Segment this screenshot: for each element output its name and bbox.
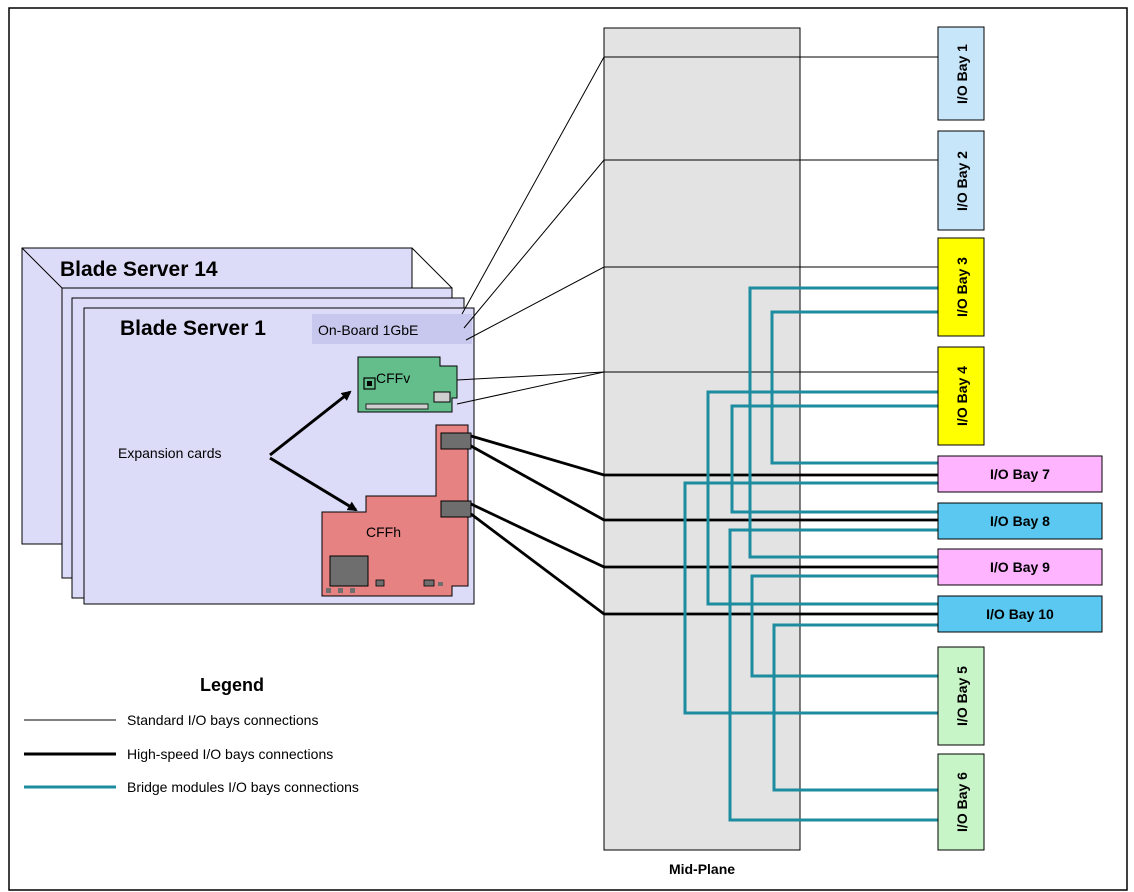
onboard-1gbe-box xyxy=(312,314,472,344)
io-bay-3-label: I/O Bay 3 xyxy=(954,257,970,317)
io-bay-4-label: I/O Bay 4 xyxy=(954,366,970,426)
arrow-to-cffv xyxy=(269,390,352,457)
blade-server-14-title: Blade Server 14 xyxy=(60,258,218,281)
legend-bridge-label: Bridge modules I/O bays connections xyxy=(127,779,359,795)
io-bay-6-label: I/O Bay 6 xyxy=(954,772,970,832)
io-bay-4: I/O Bay 4 xyxy=(937,346,985,446)
io-bay-8: I/O Bay 8 xyxy=(937,502,1103,540)
legend: Legend Standard I/O bays connections Hig… xyxy=(24,675,359,795)
legend-title: Legend xyxy=(200,675,264,695)
io-bay-7-label: I/O Bay 7 xyxy=(990,466,1050,482)
blade-server-1-title: Blade Server 1 xyxy=(120,317,266,340)
arrow-to-cffh xyxy=(269,456,358,512)
high-speed-connections xyxy=(470,434,938,616)
io-bay-10: I/O Bay 10 xyxy=(937,595,1103,633)
onboard-1gbe-label: On-Board 1GbE xyxy=(318,322,418,338)
io-bay-2: I/O Bay 2 xyxy=(937,130,985,231)
midplane-label: Mid-Plane xyxy=(669,861,735,877)
io-bay-2-label: I/O Bay 2 xyxy=(954,151,970,211)
io-bay-8-label: I/O Bay 8 xyxy=(990,513,1050,529)
io-bay-1: I/O Bay 1 xyxy=(937,26,985,121)
io-bay-9: I/O Bay 9 xyxy=(937,548,1103,586)
io-bay-1-label: I/O Bay 1 xyxy=(954,44,970,104)
io-bay-7: I/O Bay 7 xyxy=(937,455,1103,493)
cffh-card xyxy=(321,424,472,597)
cffh-label: CFFh xyxy=(366,524,401,540)
expansion-cards-label: Expansion cards xyxy=(118,445,222,461)
io-bay-6: I/O Bay 6 xyxy=(937,753,985,851)
bridge-connections xyxy=(683,286,938,822)
standard-connections xyxy=(456,56,938,405)
io-bay-3: I/O Bay 3 xyxy=(937,237,985,337)
io-bay-5-label: I/O Bay 5 xyxy=(954,666,970,726)
legend-standard-label: Standard I/O bays connections xyxy=(127,712,318,728)
io-bay-10-label: I/O Bay 10 xyxy=(986,606,1054,622)
legend-highspeed-label: High-speed I/O bays connections xyxy=(127,746,333,762)
io-bay-5: I/O Bay 5 xyxy=(937,646,985,746)
cffv-label: CFFv xyxy=(376,370,410,386)
io-bay-9-label: I/O Bay 9 xyxy=(990,559,1050,575)
cffv-card xyxy=(357,356,458,413)
